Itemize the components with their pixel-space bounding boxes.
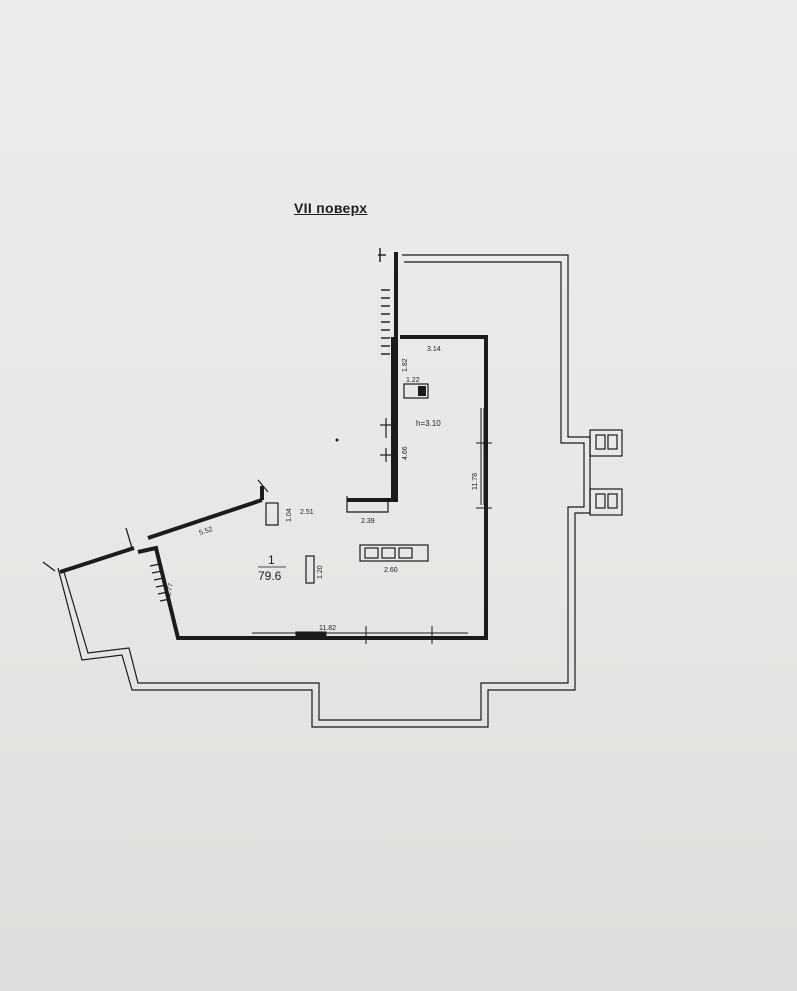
room-area: 79.6: [258, 569, 282, 583]
door-marks: [257, 418, 393, 493]
shaft-box: [403, 383, 429, 399]
room-number: 1: [268, 553, 275, 567]
floor-title: VII поверх: [294, 200, 368, 216]
dim-2-60: 2.60: [384, 567, 398, 574]
dim-11-82: 11.82: [319, 625, 336, 632]
ceiling-height: h=3.10: [416, 419, 441, 428]
dim-1-77: 1.77: [165, 582, 175, 597]
column-upper: [265, 502, 279, 526]
dim-1-82: 1.82: [402, 358, 409, 372]
vent-blocks: [589, 429, 623, 516]
dim-2-51: 2.51: [300, 509, 314, 516]
dim-1-04: 1.04: [286, 508, 293, 522]
apartment-walls: [59, 252, 488, 640]
window-bottom: [252, 626, 468, 644]
plan-labels: 3.14 1.82 1.22 h=3.10 4.66 11.78 1.04 2.…: [165, 346, 479, 632]
dim-4-66: 4.66: [402, 446, 409, 460]
dim-1-20: 1.20: [317, 565, 324, 579]
dim-11-78: 11.78: [472, 473, 479, 490]
window-hatch-top: [378, 248, 390, 355]
fixtures: [265, 383, 429, 584]
window-hatch-left: [42, 527, 171, 602]
terrace-outline: [57, 254, 591, 728]
dim-2-39: 2.39: [361, 518, 375, 525]
dim-5-52: 5.52: [198, 526, 213, 537]
window-right: [476, 408, 492, 509]
dim-1-22: 1.22: [406, 377, 420, 384]
kitchen-counter: [359, 544, 429, 562]
dim-3-14: 3.14: [427, 346, 441, 353]
column-lower: [305, 555, 315, 584]
